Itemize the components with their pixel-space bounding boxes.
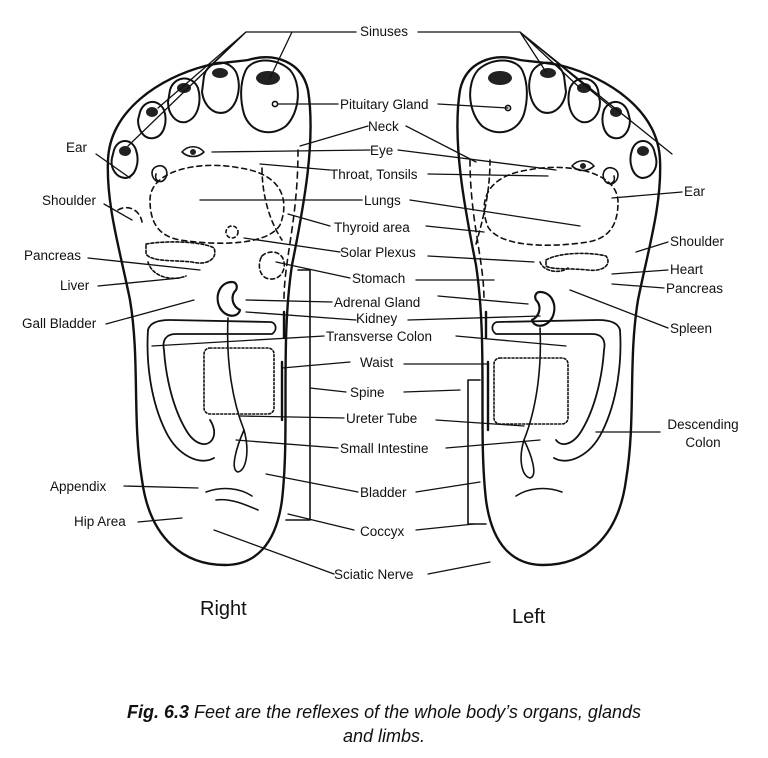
- left-foot-outline: [456, 56, 662, 567]
- right-ureter: [226, 317, 245, 431]
- caption-text: Feet are the reflexes of the whole body’…: [189, 702, 641, 722]
- right-toe-2: [201, 61, 240, 114]
- right-toe-4: [137, 101, 167, 140]
- right-eye: [181, 145, 205, 158]
- label-ureter-tube: Ureter Tube: [346, 411, 418, 426]
- label-eye: Eye: [370, 143, 394, 158]
- left-small-intestine: [493, 357, 569, 425]
- right-colon: [147, 319, 277, 445]
- caption-figure-number: Fig. 6.3: [127, 702, 190, 722]
- spine-bracket-left: [467, 379, 487, 525]
- label-ear-left-foot: Ear: [684, 184, 706, 199]
- label-coccyx: Coccyx: [360, 524, 405, 539]
- label-descending-colon-line2: Colon: [685, 435, 721, 450]
- label-kidney: Kidney: [356, 311, 398, 326]
- label-ear-right-foot: Ear: [66, 140, 88, 155]
- label-shoulder-left-foot: Shoulder: [670, 234, 725, 249]
- label-lungs: Lungs: [364, 193, 401, 208]
- left-toe-2: [528, 61, 567, 114]
- spine-bracket-right: [285, 269, 311, 521]
- label-waist: Waist: [360, 355, 394, 370]
- left-toe-3: [567, 77, 601, 124]
- right-small-intestine: [203, 347, 275, 415]
- label-sciatic-nerve: Sciatic Nerve: [334, 567, 414, 582]
- label-appendix: Appendix: [50, 479, 107, 494]
- label-heart: Heart: [670, 262, 704, 277]
- label-descending-colon-line1: Descending: [667, 417, 739, 432]
- right-big-toe: [240, 59, 299, 134]
- left-little-toe: [629, 140, 658, 179]
- label-throat-tonsils: Throat, Tonsils: [330, 167, 418, 182]
- right-kidney: [216, 280, 242, 317]
- label-pancreas-left-foot: Pancreas: [666, 281, 724, 296]
- label-right-foot: Right: [200, 598, 247, 620]
- left-foot: [456, 56, 662, 567]
- left-colon: [491, 319, 621, 445]
- label-small-intestine: Small Intestine: [340, 441, 429, 456]
- label-pancreas-right-foot: Pancreas: [24, 248, 82, 263]
- foot-reflexology-diagram: [87, 31, 683, 575]
- label-hip-area: Hip Area: [74, 514, 126, 529]
- label-pituitary-gland: Pituitary Gland: [340, 97, 429, 112]
- label-neck: Neck: [368, 119, 399, 134]
- left-big-toe: [469, 59, 528, 134]
- left-toe-4: [601, 101, 631, 140]
- label-gall-bladder: Gall Bladder: [22, 316, 97, 331]
- label-spleen: Spleen: [670, 321, 713, 336]
- caption-text-line2: and limbs.: [342, 726, 426, 746]
- left-ear: [602, 166, 619, 185]
- label-spine: Spine: [350, 385, 385, 400]
- right-ear: [151, 164, 168, 183]
- label-stomach: Stomach: [352, 271, 406, 286]
- label-thyroid-area: Thyroid area: [334, 220, 410, 235]
- label-left-foot: Left: [512, 606, 546, 628]
- label-adrenal-gland: Adrenal Gland: [334, 295, 421, 310]
- figure-caption: Fig. 6.3 Feet are the reflexes of the wh…: [0, 700, 768, 748]
- right-toe-3: [167, 77, 201, 124]
- leader-lines: [87, 31, 683, 575]
- right-foot: [106, 56, 312, 567]
- label-shoulder-right-foot: Shoulder: [42, 193, 97, 208]
- label-liver: Liver: [60, 278, 90, 293]
- label-transverse-colon: Transverse Colon: [326, 329, 433, 344]
- right-little-toe: [110, 140, 139, 179]
- label-bladder: Bladder: [360, 485, 407, 500]
- label-solar-plexus: Solar Plexus: [340, 245, 416, 260]
- right-foot-outline: [106, 56, 312, 567]
- label-sinuses: Sinuses: [360, 24, 409, 39]
- left-kidney: [530, 290, 556, 327]
- left-ureter: [523, 327, 542, 441]
